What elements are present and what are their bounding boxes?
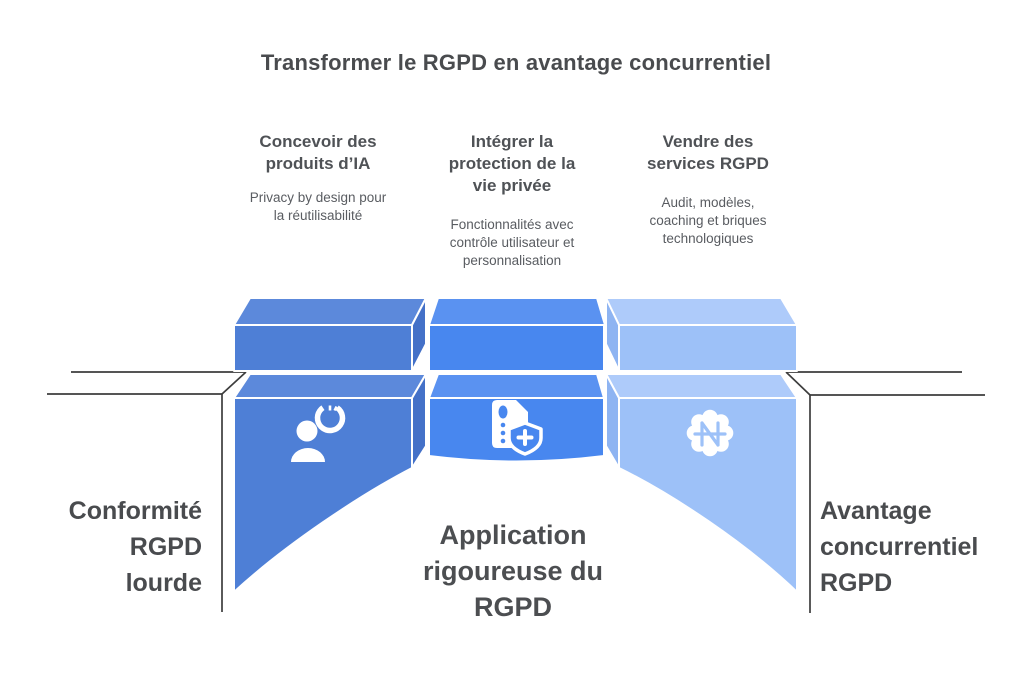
column-3-heading: Vendre des services RGPD (647, 132, 769, 173)
pillar-right-upper-front-face (618, 324, 798, 372)
document-shield-icon (492, 400, 543, 456)
pillar-right (605, 297, 798, 593)
column-2-heading: Intégrer la protection de la vie privée (448, 132, 576, 195)
column-3-subtext: Audit, modèles, coaching et briques tech… (649, 195, 767, 246)
ground-lines (47, 371, 985, 613)
pillar-left-upper-top-face (233, 297, 427, 326)
pillar-left-lower-top-face (233, 373, 427, 399)
cliff-diagonal-left (221, 371, 247, 395)
stage-label-left: Conformité RGPD lourde (68, 497, 202, 597)
diagram-title: Transformer le RGPD en avantage concurre… (260, 50, 772, 75)
user-privacy-icon (291, 402, 346, 462)
pillar-center-lower-top-face (428, 373, 605, 399)
pillar-center-upper-front-face (428, 324, 605, 372)
pillar-left-lower-front-face (233, 397, 413, 593)
pillar-left (233, 297, 427, 593)
column-1-subtext: Privacy by design pour la réutilisabilit… (249, 190, 387, 223)
naira-badge-icon (686, 409, 734, 457)
pillar-center (428, 297, 606, 463)
pillar-left-upper-front-face (233, 324, 413, 372)
cliff-diagonal-right (785, 371, 811, 396)
stage-label-center: Application rigoureuse du RGPD (422, 520, 604, 622)
column-2-subtext: Fonctionnalités avec contrôle utilisateu… (449, 217, 575, 268)
stage-label-right: Avantage concurrentiel RGPD (820, 497, 979, 597)
pillar-right-lower-front-face (618, 397, 798, 593)
column-1-heading: Concevoir des produits d’IA (259, 132, 377, 173)
pillar-right-upper-top-face (605, 297, 798, 326)
pillar-center-upper-top-face (428, 297, 606, 326)
pillar-right-lower-top-face (605, 373, 798, 399)
